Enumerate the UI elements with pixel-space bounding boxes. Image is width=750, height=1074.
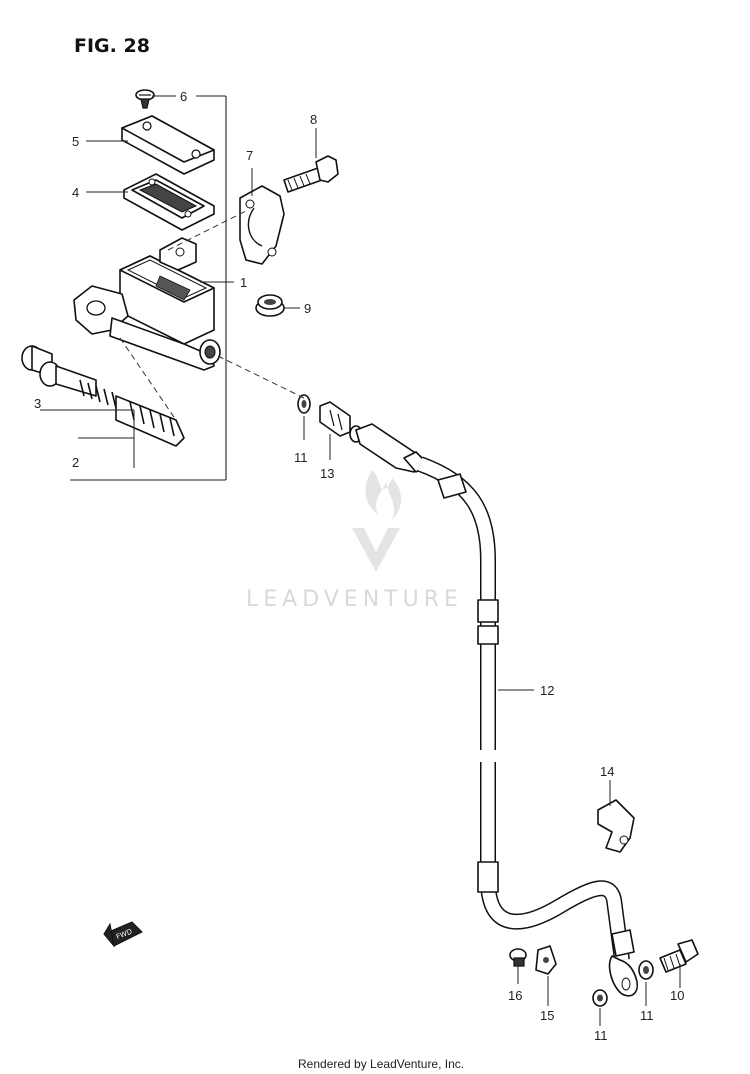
- callout-14: 14: [600, 764, 614, 779]
- callout-6: 6: [180, 89, 187, 104]
- callouts: 6 5 4 7 8 1 9 3 2 11 13 12 14 16 15 11 1…: [34, 89, 684, 1043]
- fwd-arrow-icon: FWD: [103, 921, 143, 948]
- part-11-washer-lower-left: [592, 989, 608, 1007]
- part-8-clamp-bolt: [283, 155, 339, 193]
- callout-7: 7: [246, 148, 253, 163]
- watermark-v-icon: [352, 528, 400, 572]
- part-2-3-piston-assembly: [21, 345, 185, 447]
- callout-8: 8: [310, 112, 317, 127]
- watermark-text: LEADVENTURE: [246, 587, 463, 612]
- part-11-washer-upper: [297, 394, 311, 414]
- part-13-union-bolt: [319, 401, 363, 443]
- part-6-screw: [135, 89, 155, 109]
- footer-text: Rendered by LeadVenture, Inc.: [298, 1057, 464, 1071]
- part-11-washer-lower-right: [638, 960, 654, 980]
- callout-16: 16: [508, 988, 522, 1003]
- callout-10: 10: [670, 988, 684, 1003]
- callout-2: 2: [72, 455, 79, 470]
- assembly-dashes: [119, 209, 305, 421]
- callout-15: 15: [540, 1008, 554, 1023]
- part-14-hose-clip: [597, 799, 635, 853]
- callout-1: 1: [240, 275, 247, 290]
- part-7-clamp: [239, 185, 285, 265]
- callout-13: 13: [320, 466, 334, 481]
- part-9-boot: [255, 294, 285, 317]
- watermark-flame-icon: [365, 470, 401, 520]
- callout-11-lower-right: 11: [640, 1008, 654, 1023]
- leader-lines: [40, 95, 681, 1026]
- part-12-brake-hose: [355, 423, 638, 997]
- callout-9: 9: [304, 301, 311, 316]
- part-15-clamp: [535, 945, 557, 975]
- part-5-reservoir-cap: [121, 115, 215, 175]
- callout-5: 5: [72, 134, 79, 149]
- part-4-diaphragm-plate: [123, 173, 215, 231]
- assembly-frame: [70, 95, 227, 481]
- callout-12: 12: [540, 683, 554, 698]
- callout-3: 3: [34, 396, 41, 411]
- part-16-screw: [509, 948, 527, 967]
- callout-11-upper: 11: [294, 450, 308, 465]
- callout-4: 4: [72, 185, 79, 200]
- part-1-master-cylinder: [73, 237, 221, 371]
- part-10-union-bolt: [659, 939, 699, 973]
- figure-title: FIG. 28: [74, 35, 150, 57]
- callout-11-lower-left: 11: [594, 1028, 608, 1043]
- watermark: LEADVENTURE: [246, 470, 463, 612]
